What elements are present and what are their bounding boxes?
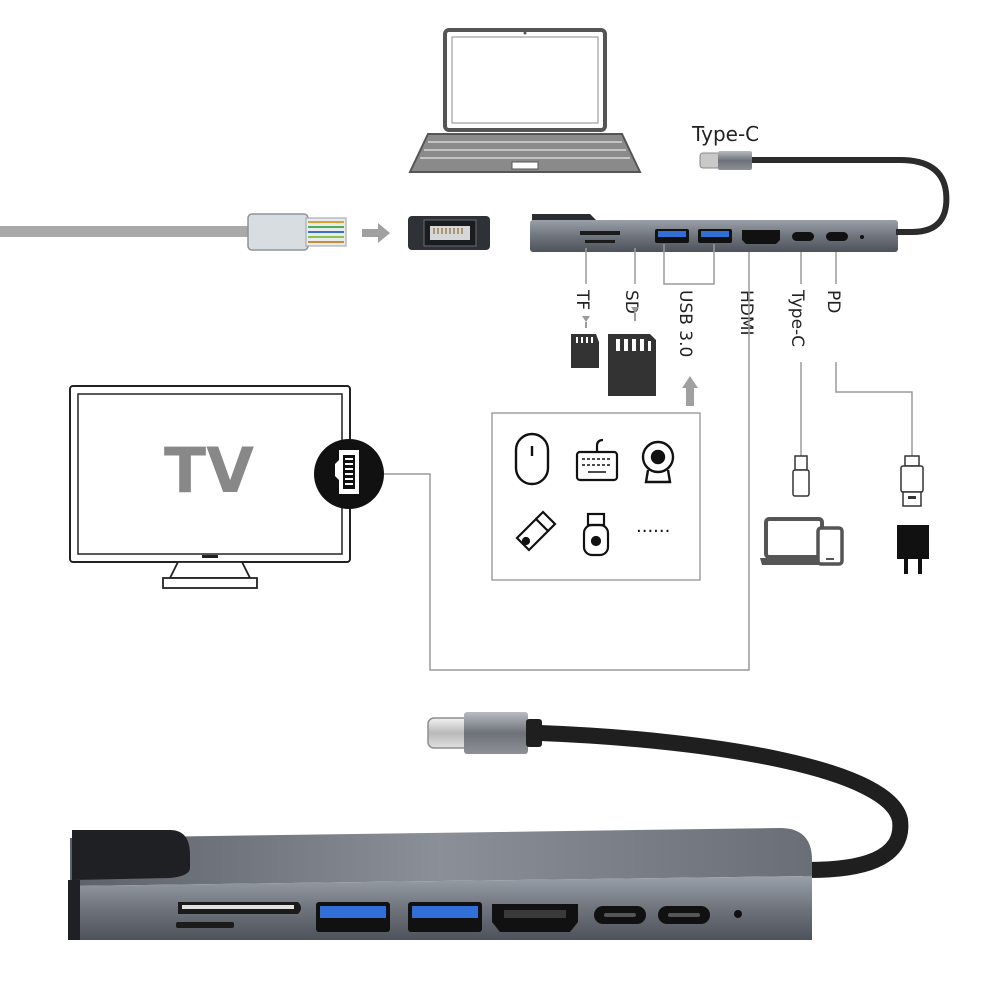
- ethernet-port-icon: [408, 216, 490, 250]
- hub-large: [68, 712, 909, 940]
- usb-devices-box: ......: [491, 412, 701, 581]
- arrow-up-icon: [682, 376, 698, 406]
- usb-dongle-icon: [582, 512, 610, 557]
- port-label-usb: USB 3.0: [675, 290, 695, 357]
- type-c-connection: [792, 362, 810, 497]
- arrow-right-icon: [362, 223, 390, 243]
- port-leader-lines: [585, 244, 837, 285]
- webcam-icon: [641, 440, 675, 484]
- port-label-typec: Type-C: [787, 289, 807, 347]
- pd-power-connection: [835, 362, 924, 507]
- laptop-icon: [408, 28, 642, 173]
- keyboard-icon: [575, 438, 619, 482]
- port-label-sd: SD: [621, 290, 641, 314]
- tv-label: TV: [164, 434, 254, 507]
- hub-small: [530, 151, 950, 252]
- sd-card-icon: [608, 307, 656, 396]
- port-label-tf: TF: [572, 289, 592, 310]
- ethernet-cable-icon: [0, 213, 347, 251]
- port-label-pd: PD: [823, 290, 843, 313]
- tv-icon: [69, 385, 351, 589]
- port-label-hdmi: HDMI: [736, 290, 756, 336]
- mouse-icon: [514, 432, 550, 486]
- hdmi-leader-line: [384, 284, 750, 671]
- hdmi-port-icon: [314, 439, 384, 509]
- hub-top-label: Type-C: [691, 122, 759, 146]
- power-adapter-icon: [897, 525, 929, 574]
- usb-flash-drive-icon: [515, 510, 557, 552]
- more-devices: ......: [636, 516, 670, 537]
- microsd-card-icon: [571, 316, 599, 368]
- laptop-phone-icon: [760, 517, 844, 566]
